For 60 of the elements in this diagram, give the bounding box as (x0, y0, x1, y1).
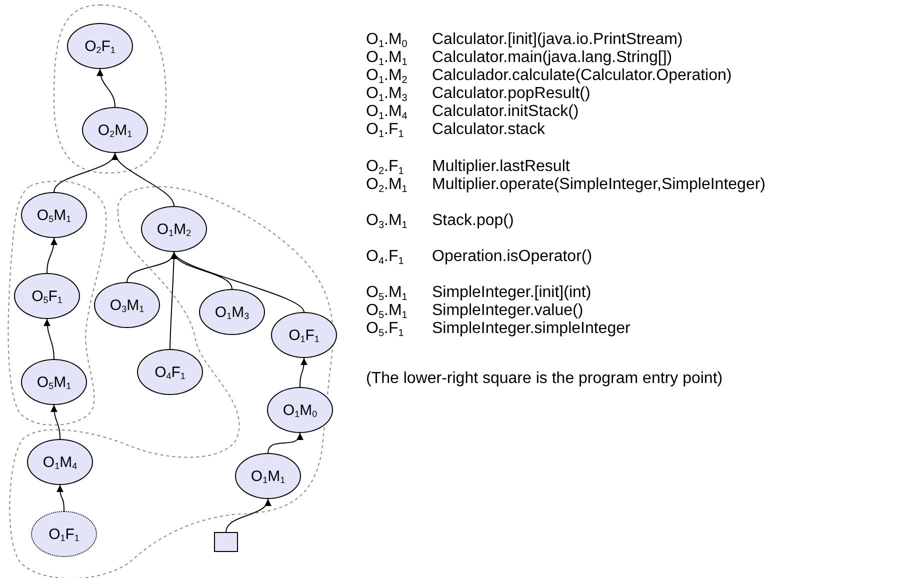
identifier: O$_{2}$.M$_{1}$ (366, 177, 408, 193)
node-label: O$_{1}$M$_{4}$ (42, 454, 78, 470)
arrow (174, 252, 304, 312)
arrow (300, 358, 308, 388)
node-label: O$_{3}$M$_{1}$ (110, 298, 144, 312)
arrow (50, 404, 60, 440)
node-label: O$_{5}$M$_{1}$ (36, 374, 72, 390)
method-name: Calculator.stack (432, 122, 545, 138)
node-label: O$_{5}$M$_{1}$ (36, 208, 72, 222)
arrow (226, 498, 270, 532)
identifier: O$_{1}$.M$_{0}$ (366, 32, 408, 48)
identifier: O$_{1}$.M$_{3}$ (366, 86, 408, 102)
arrow (97, 68, 116, 108)
method-name: Operation.isOperator() (432, 249, 592, 265)
arrow (44, 318, 54, 360)
node-ellipse (94, 282, 160, 328)
method-name: Multiplier.lastResult (432, 159, 570, 175)
node-label: O$_{4}$F$_{1}$ (154, 364, 186, 380)
arrow (56, 484, 64, 512)
node-label: O$_{1}$F$_{1}$ (288, 328, 320, 342)
method-name: Stack.pop() (432, 213, 514, 229)
node-ellipse (199, 289, 265, 335)
note: (The lower-right square is the program entry point) (366, 371, 723, 387)
node-ellipse (21, 359, 87, 405)
identifier: O$_{1}$.M$_{4}$ (366, 104, 408, 120)
node-label: O$_{1}$M$_{0}$ (282, 402, 318, 418)
identifier: O$_{5}$.M$_{1}$ (366, 285, 408, 301)
node-ellipse (67, 23, 133, 69)
arrow (268, 432, 302, 454)
method-name: SimpleInteger.simpleInteger (432, 321, 630, 337)
method-name: Calculator.main(java.lang.String[]) (432, 50, 672, 66)
entry-point-square (214, 532, 238, 552)
node-label: O$_{2}$M$_{1}$ (98, 122, 132, 138)
identifier: O$_{1}$.M$_{2}$ (366, 68, 408, 84)
method-name: SimpleInteger.[init](int) (432, 285, 592, 301)
node-label: O$_{1}$M$_{3}$ (214, 304, 250, 320)
identifier: O$_{1}$.F$_{1}$ (366, 122, 404, 138)
arrow (46, 238, 58, 274)
node-ellipse (21, 192, 87, 238)
identifier: O$_{5}$.M$_{1}$ (366, 303, 408, 319)
node-label: O$_{5}$F$_{1}$ (32, 288, 62, 304)
method-name: Multiplier.operate(SimpleInteger,SimpleInteger) (432, 177, 766, 193)
node-label: O$_{1}$M$_{2}$ (156, 222, 192, 236)
method-name: Calculator.initStack() (432, 104, 579, 120)
node-ellipse (235, 453, 301, 499)
identifier: O$_{2}$.F$_{1}$ (366, 159, 404, 175)
arrow (113, 152, 174, 206)
node-label: O$_{1}$M$_{1}$ (250, 468, 286, 484)
node-label: O$_{1}$F$_{1}$ (48, 526, 80, 542)
identifier: O$_{1}$.M$_{1}$ (366, 50, 408, 66)
method-name: Calculator.popResult() (432, 86, 590, 102)
identifier: O$_{4}$.F$_{1}$ (366, 249, 404, 265)
node-ellipse (137, 349, 203, 395)
method-name: Calculator.[init](java.io.PrintStream) (432, 32, 683, 48)
identifier: O$_{3}$.M$_{1}$ (366, 213, 408, 229)
method-name: Calculador.calculate(Calculator.Operation) (432, 68, 732, 84)
method-name: SimpleInteger.value() (432, 303, 584, 319)
identifier: O$_{5}$.F$_{1}$ (366, 321, 404, 337)
node-label: O$_{2}$F$_{1}$ (84, 38, 116, 54)
node-ellipse (14, 273, 80, 319)
